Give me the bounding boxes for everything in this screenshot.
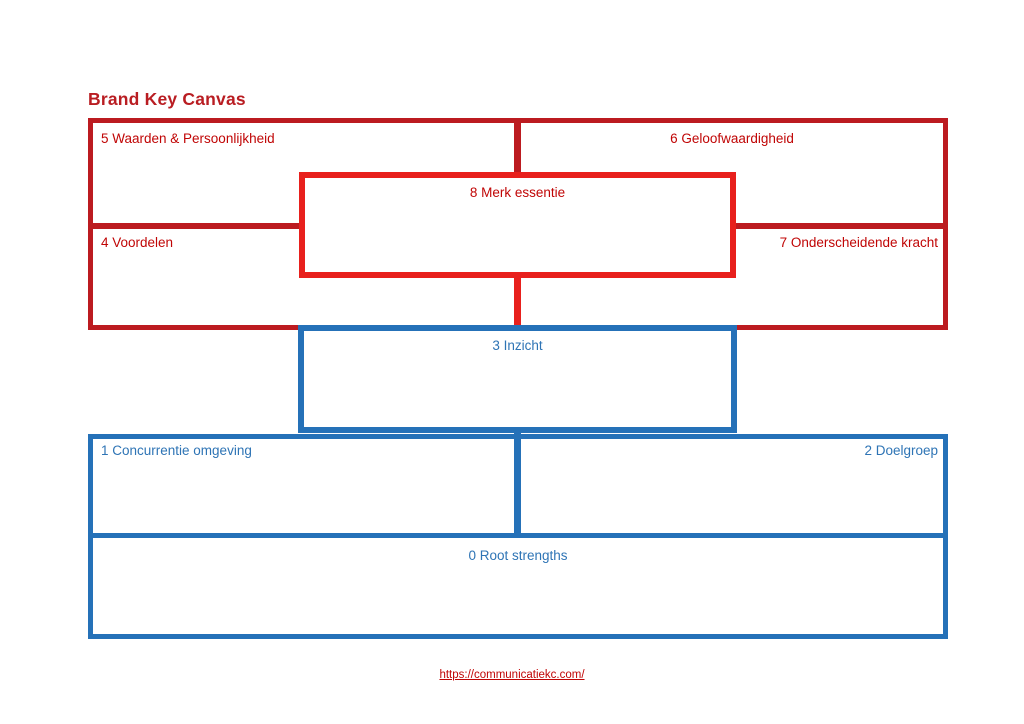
footer: https://communicatiekc.com/ bbox=[0, 665, 1024, 683]
box-brand-essence bbox=[299, 172, 736, 278]
red-top-divider bbox=[514, 118, 521, 178]
label-distinctive-power: 7 Onderscheidende kracht bbox=[779, 235, 938, 250]
label-competitive-environment: 1 Concurrentie omgeving bbox=[101, 443, 252, 458]
box-root-strengths bbox=[88, 533, 948, 639]
label-values-personality: 5 Waarden & Persoonlijkheid bbox=[101, 131, 275, 146]
label-target-group: 2 Doelgroep bbox=[864, 443, 938, 458]
red-left-divider bbox=[88, 223, 304, 229]
footer-link[interactable]: https://communicatiekc.com/ bbox=[439, 669, 585, 681]
label-brand-essence: 8 Merk essentie bbox=[469, 185, 566, 200]
page-title: Brand Key Canvas bbox=[88, 89, 246, 109]
red-connector bbox=[514, 276, 521, 329]
blue-row-divider bbox=[514, 434, 521, 538]
label-insight: 3 Inzicht bbox=[492, 338, 543, 353]
blue-connector bbox=[514, 429, 521, 438]
label-credibility: 6 Geloofwaardigheid bbox=[670, 131, 794, 146]
box-insight bbox=[298, 325, 737, 433]
red-right-divider bbox=[732, 223, 948, 229]
label-benefits: 4 Voordelen bbox=[101, 235, 174, 250]
label-root-strengths: 0 Root strengths bbox=[468, 548, 568, 563]
